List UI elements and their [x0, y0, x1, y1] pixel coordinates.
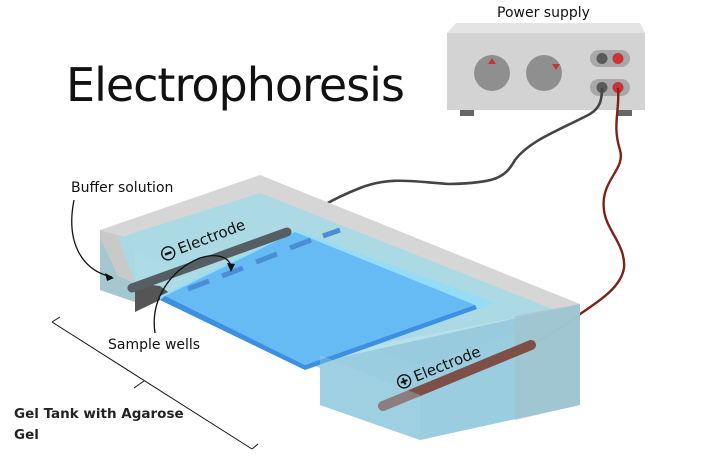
negative-terminal: [596, 53, 608, 64]
bracket-end: [51, 316, 61, 323]
gel-support-left: [135, 283, 175, 312]
sample-well: [221, 265, 244, 279]
plus-circle-icon: [396, 374, 412, 389]
buffer-left-face: [100, 238, 135, 302]
current-knob: [526, 55, 562, 91]
terminal-panel-lower: [590, 79, 630, 96]
plus-icon: [400, 377, 408, 385]
power-supply-foot-left: [460, 110, 474, 116]
terminal-panel-upper: [590, 50, 630, 67]
knob-marker-icon: [488, 58, 496, 64]
gel-edge: [160, 296, 305, 370]
sample-wells-callout-line: [153, 255, 232, 334]
tank-right-front: [320, 355, 420, 440]
power-supply-top-face: [447, 23, 645, 33]
bracket-end: [251, 443, 259, 450]
sample-well: [322, 227, 341, 239]
bracket-line: [51, 321, 253, 450]
knob-marker-icon: [552, 64, 560, 70]
positive-terminal-connected: [612, 82, 624, 93]
negative-terminal-connected: [596, 82, 608, 93]
gel-tank-label-line2: Gel: [14, 427, 39, 443]
voltage-knob: [474, 55, 510, 91]
negative-wire: [292, 87, 604, 230]
gel-tank-label-line1: Gel Tank with Agarose: [14, 406, 184, 422]
positive-terminal: [612, 53, 624, 64]
buffer-solution-label: Buffer solution: [71, 180, 173, 196]
minus-circle-icon: [161, 246, 176, 261]
arrowhead-icon: [105, 273, 114, 281]
power-supply: Power supply: [447, 5, 645, 116]
sample-well: [289, 237, 312, 251]
diagram-title: Electrophoresis: [66, 58, 404, 112]
buffer-callout-line: [71, 199, 113, 278]
sample-wells-label: Sample wells: [108, 337, 200, 353]
minus-icon: [164, 250, 172, 256]
bracket-tick: [133, 380, 145, 389]
sample-well: [187, 278, 210, 292]
positive-electrode: [378, 340, 536, 411]
power-supply-label: Power supply: [497, 5, 590, 21]
arrowhead-icon: [227, 263, 235, 272]
sample-well: [255, 251, 278, 265]
gel-edge-right: [305, 305, 477, 370]
gel-tank-bracket: [51, 316, 259, 450]
tank-right-end-side: [515, 304, 580, 420]
agarose-gel: [165, 232, 475, 365]
gel-tank: [100, 175, 580, 440]
negative-electrode: [127, 227, 292, 293]
power-supply-foot-right: [618, 110, 632, 116]
sample-wells: [187, 227, 341, 292]
